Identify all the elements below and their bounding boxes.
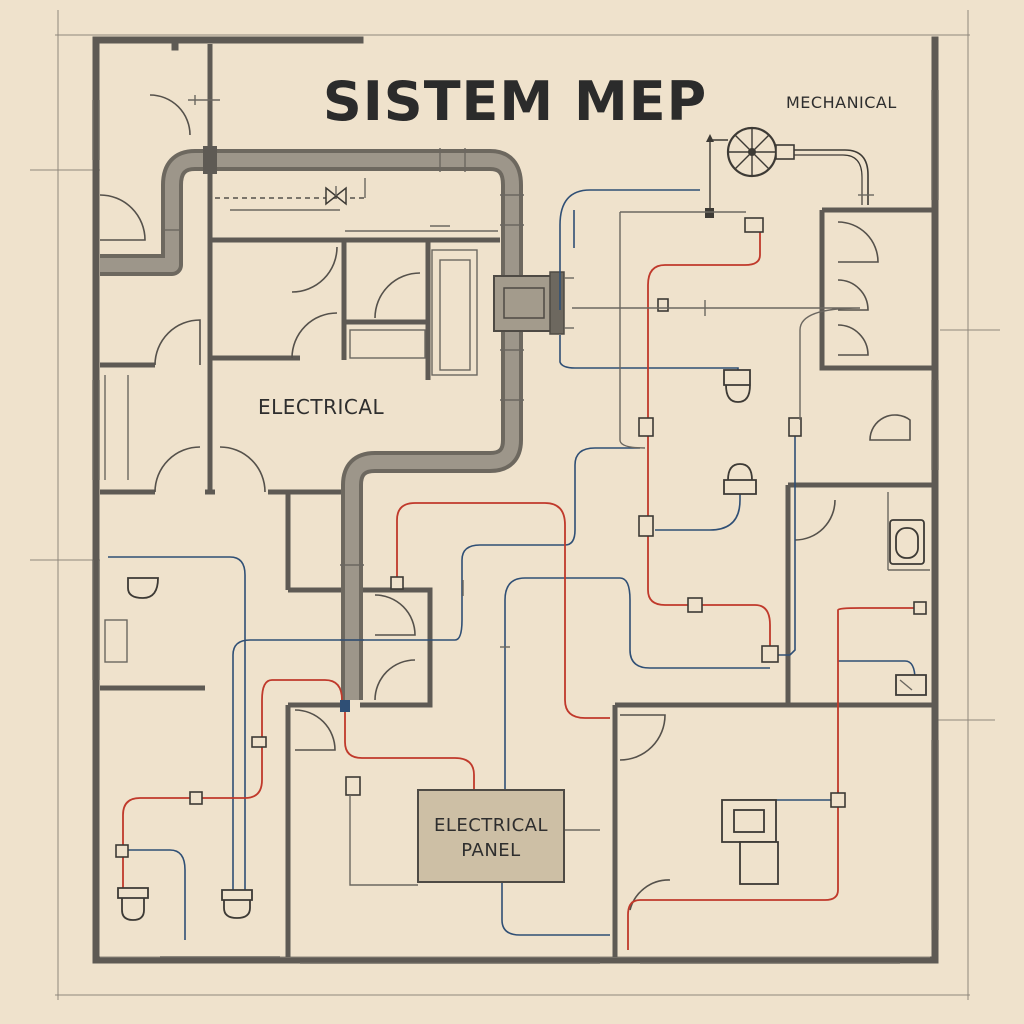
junction-box (657, 298, 669, 312)
air-handling-unit (493, 271, 574, 335)
junction-box (115, 844, 129, 858)
junction-box (913, 601, 927, 615)
junction-box (761, 645, 779, 663)
junction-box (638, 515, 654, 537)
junction-boxes (115, 217, 927, 858)
junction-box (189, 791, 203, 805)
electrical-lines (122, 228, 920, 950)
junction-box (390, 576, 404, 590)
conduit-lines (349, 211, 861, 886)
electrical-panel: ELECTRICAL PANEL (417, 789, 565, 883)
junction-box (251, 736, 267, 748)
mechanical-fan (705, 126, 874, 218)
junction-box (744, 217, 764, 233)
hvac-duct (100, 146, 524, 700)
electrical-label: ELECTRICAL (258, 395, 385, 419)
junction-box (340, 700, 350, 712)
panel-label-line1: ELECTRICAL (434, 815, 548, 836)
sink-icon (723, 463, 757, 495)
room-details (104, 209, 478, 663)
sink-icon (895, 674, 927, 696)
panel-label-line2: PANEL (461, 840, 520, 861)
mechanical-label: MECHANICAL (786, 93, 897, 112)
plumbing-fixtures (117, 369, 927, 921)
toilet-icon (221, 889, 253, 919)
junction-box (830, 792, 846, 808)
page-title: SISTEM MEP (323, 70, 707, 133)
door-swings (99, 94, 911, 911)
toilet-icon (723, 369, 751, 403)
construction-lines (30, 10, 1000, 1000)
water-lines (108, 189, 916, 940)
window-marks (92, 90, 939, 964)
valve-line (188, 95, 498, 232)
toilet-icon (127, 577, 159, 599)
junction-box (638, 417, 654, 437)
toilet-icon (117, 887, 149, 921)
junction-box (687, 597, 703, 613)
duct-damper (203, 146, 217, 174)
junction-box (788, 417, 802, 437)
junction-box (345, 776, 361, 796)
